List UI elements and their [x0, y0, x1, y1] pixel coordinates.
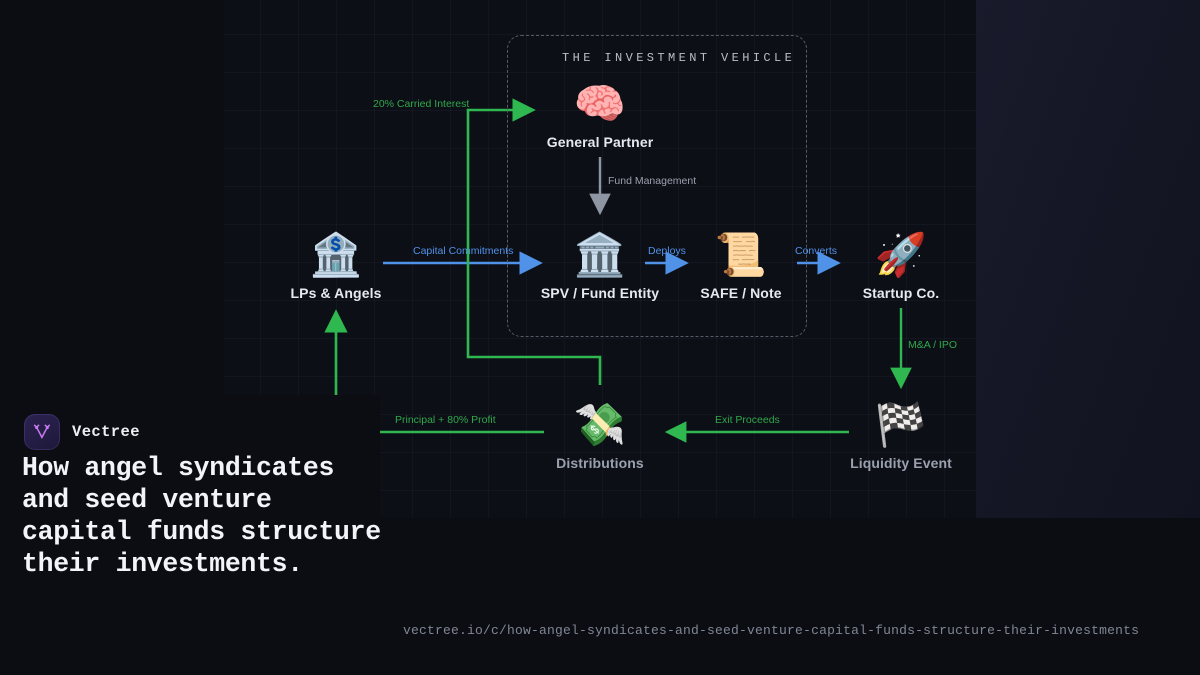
node-general-partner[interactable]: 🧠 General Partner [520, 79, 680, 151]
right-background-wash [976, 0, 1200, 520]
node-spv-fund-entity[interactable]: 🏛️ SPV / Fund Entity [520, 230, 680, 302]
edge-label-fund-management: Fund Management [608, 175, 697, 187]
node-label: Liquidity Event [850, 455, 952, 471]
bank-icon: 🏦 [309, 230, 363, 279]
node-label: SPV / Fund Entity [540, 285, 660, 301]
node-label: Startup Co. [862, 285, 940, 301]
edge-label-exit-proceeds: Exit Proceeds [715, 414, 780, 426]
page-title: How angel syndicates and seed venture ca… [22, 453, 381, 579]
grid-background [224, 0, 976, 518]
node-liquidity-event[interactable]: 🏁 Liquidity Event [821, 400, 981, 472]
edge-label-carried-interest: 20% Carried Interest [373, 98, 470, 110]
scroll-icon: 📜 [714, 230, 768, 279]
page-url: vectree.io/c/how-angel-syndicates-and-se… [403, 623, 1140, 638]
rocket-icon: 🚀 [874, 230, 928, 279]
edge-label-principal-profit: Principal + 80% Profit [395, 414, 496, 426]
node-label: LPs & Angels [290, 285, 382, 301]
edge-label-deploys: Deploys [648, 245, 686, 257]
group-title: THE INVESTMENT VEHICLE [562, 51, 796, 65]
brand-row: Vectree [24, 414, 140, 450]
brand-name: Vectree [72, 423, 140, 441]
group-investment-vehicle [507, 35, 807, 337]
edge-label-converts: Converts [795, 245, 838, 257]
node-startup-co[interactable]: 🚀 Startup Co. [821, 230, 981, 302]
bottom-panel [0, 518, 1200, 675]
edge-carried-interest [466, 98, 602, 385]
node-lps-angels[interactable]: 🏦 LPs & Angels [256, 230, 416, 302]
node-label: General Partner [546, 134, 654, 150]
node-safe-note[interactable]: 📜 SAFE / Note [661, 230, 821, 302]
chequered-flag-icon: 🏁 [874, 400, 928, 449]
edge-label-ma-ipo: M&A / IPO [908, 339, 958, 351]
classical-building-icon: 🏛️ [573, 230, 627, 279]
node-distributions[interactable]: 💸 Distributions [520, 400, 680, 472]
money-with-wings-icon: 💸 [573, 400, 627, 449]
brain-icon: 🧠 [573, 79, 627, 128]
node-label: Distributions [556, 455, 644, 471]
node-label: SAFE / Note [700, 285, 782, 301]
vectree-logo-icon [24, 414, 60, 450]
edge-label-capital-commitments: Capital Commitments [413, 245, 514, 257]
